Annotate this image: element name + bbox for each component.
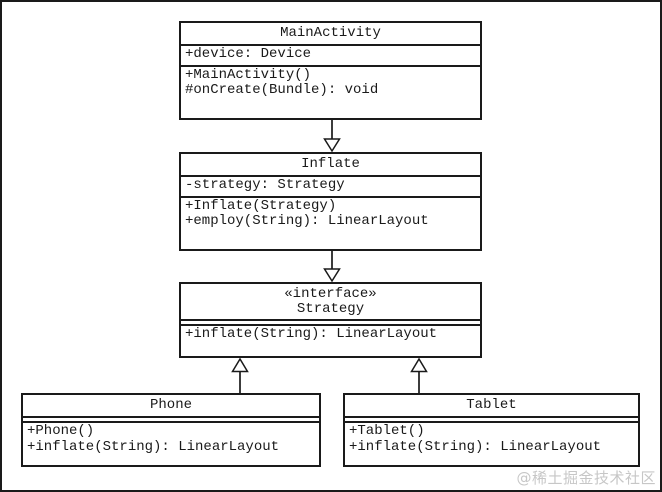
method-row: +employ(String): LinearLayout <box>185 213 429 229</box>
attributes-compartment-empty <box>23 418 319 423</box>
class-name-inflate: Inflate <box>181 154 480 177</box>
method-row: +Inflate(Strategy) <box>185 197 337 214</box>
class-box-strategy: «interface» Strategy +inflate(String): L… <box>179 282 482 358</box>
stereotype-label: «interface» <box>284 286 377 302</box>
class-box-mainactivity: MainActivity +device: Device +MainActivi… <box>179 21 482 120</box>
attribute-row: -strategy: Strategy <box>185 177 345 193</box>
arrow-mainactivity-to-inflate <box>323 120 341 153</box>
arrow-head-open-triangle <box>231 357 249 373</box>
class-box-phone: Phone +Phone() +inflate(String): LinearL… <box>21 393 321 467</box>
method-row: #onCreate(Bundle): void <box>185 82 379 98</box>
method-row: +Phone() <box>27 423 95 439</box>
arrow-head-open-triangle <box>323 268 341 283</box>
attributes-compartment: +device: Device <box>181 46 480 67</box>
arrow-tablet-to-strategy <box>410 357 428 394</box>
watermark-juejin: @稀土掘金技术社区 <box>516 469 656 487</box>
method-row: +MainActivity() <box>185 66 312 83</box>
class-name-mainactivity: MainActivity <box>181 23 480 46</box>
arrow-phone-to-strategy <box>231 357 249 394</box>
arrow-inflate-to-strategy <box>323 251 341 283</box>
attributes-compartment-empty <box>345 418 638 423</box>
methods-compartment: +Inflate(Strategy) +employ(String): Line… <box>181 198 480 232</box>
arrow-head-open-triangle <box>323 138 341 153</box>
attribute-row: +device: Device <box>185 46 312 62</box>
class-title-strategy: «interface» Strategy <box>181 284 480 321</box>
methods-compartment: +Phone() +inflate(String): LinearLayout <box>23 423 319 457</box>
method-row: +inflate(String): LinearLayout <box>185 326 438 342</box>
attributes-compartment-empty <box>181 321 480 326</box>
arrow-head-open-triangle <box>410 357 428 373</box>
method-row: +inflate(String): LinearLayout <box>27 438 280 455</box>
methods-compartment: +inflate(String): LinearLayout <box>181 326 480 345</box>
method-row: +inflate(String): LinearLayout <box>349 438 602 455</box>
class-name-tablet: Tablet <box>345 395 638 418</box>
attributes-compartment: -strategy: Strategy <box>181 177 480 198</box>
class-name-strategy: Strategy <box>296 301 365 317</box>
methods-compartment: +Tablet() +inflate(String): LinearLayout <box>345 423 638 457</box>
class-box-inflate: Inflate -strategy: Strategy +Inflate(Str… <box>179 152 482 251</box>
method-row: +Tablet() <box>349 423 425 439</box>
class-name-phone: Phone <box>23 395 319 418</box>
methods-compartment: +MainActivity() #onCreate(Bundle): void <box>181 67 480 101</box>
class-box-tablet: Tablet +Tablet() +inflate(String): Linea… <box>343 393 640 467</box>
